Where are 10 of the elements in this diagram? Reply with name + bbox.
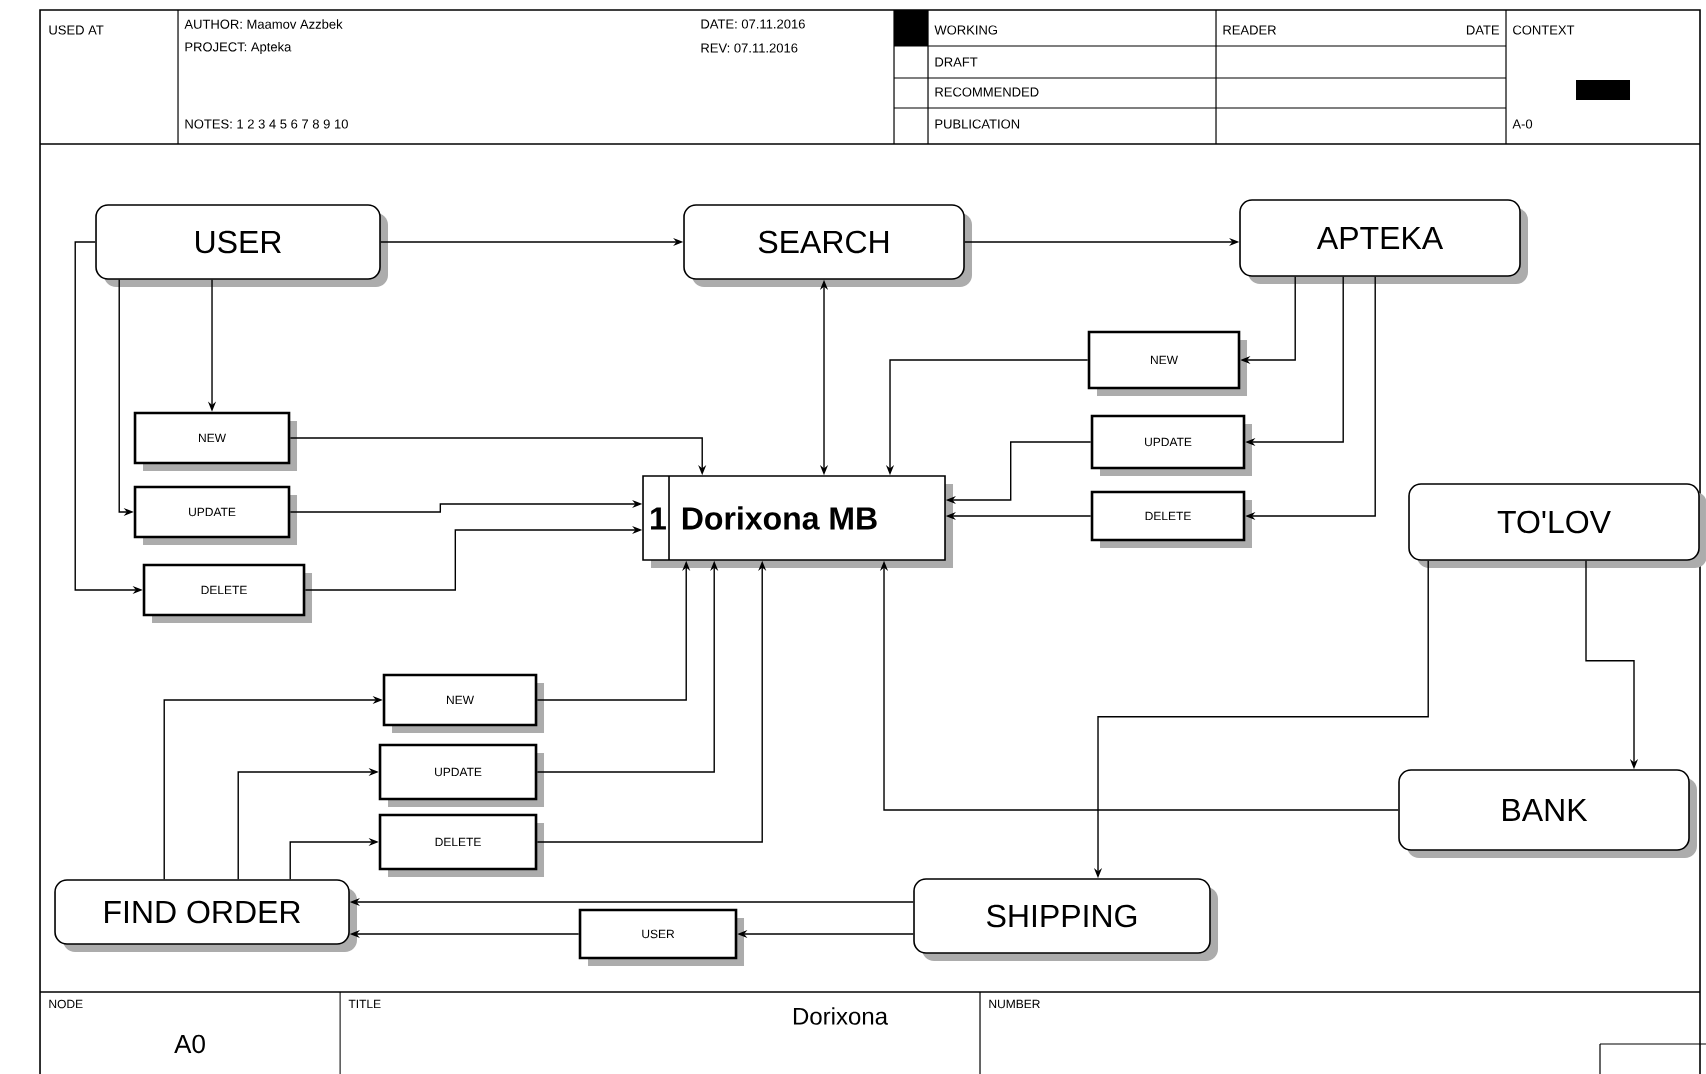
- process-box: TO'LOV: [1408, 483, 1706, 568]
- node-number: A0: [174, 1034, 205, 1054]
- process-box: SEARCH: [683, 204, 972, 287]
- process-box: APTEKA: [1239, 199, 1528, 284]
- process-box: USER: [95, 204, 388, 287]
- title-text: Dorixona: [793, 1007, 888, 1025]
- process-box: BANK: [1398, 769, 1697, 858]
- process-box: FIND ORDER: [54, 879, 357, 952]
- process-box: SHIPPING: [913, 878, 1218, 961]
- main-process-box: 1 Dorixona MB: [642, 475, 953, 568]
